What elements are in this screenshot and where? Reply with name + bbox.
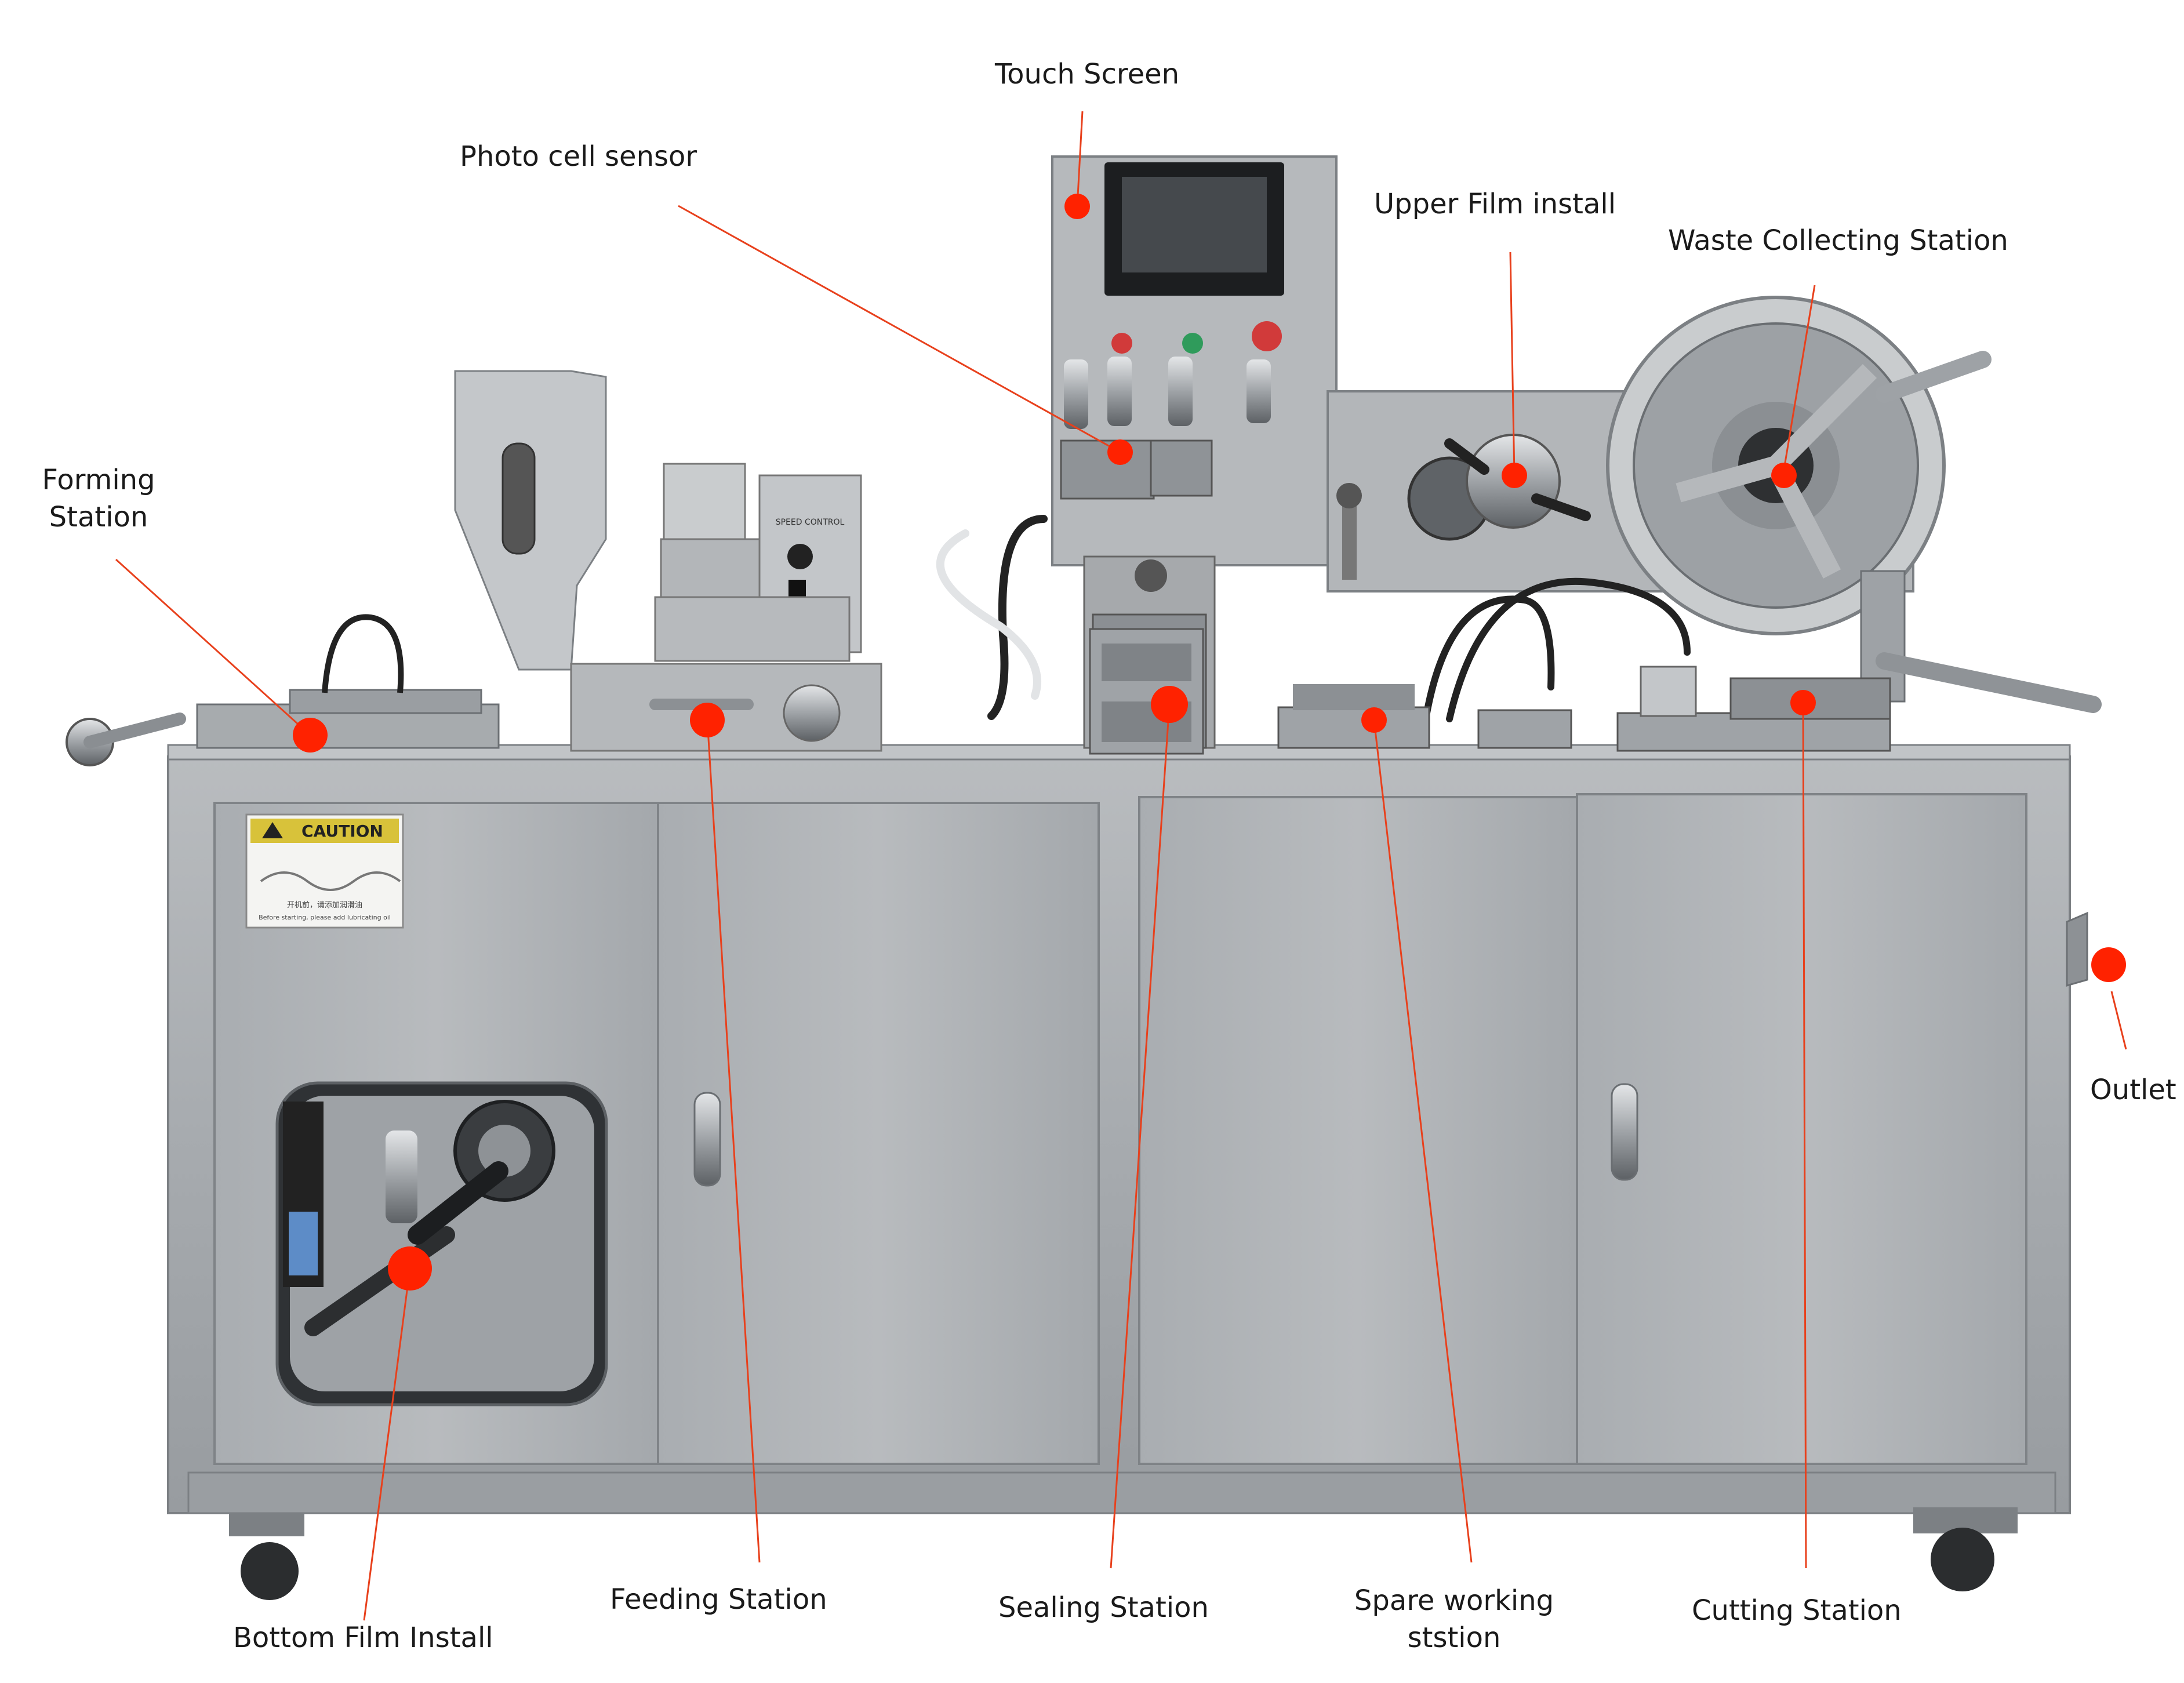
caution-sign: CAUTION 开机前，请添加润滑油 Before starting, plea… bbox=[245, 813, 404, 929]
waste-reel bbox=[1606, 296, 2102, 713]
cabinet-door-2 bbox=[657, 802, 1100, 1465]
cabinet-door-3 bbox=[1138, 796, 1578, 1465]
marker-waste-collecting bbox=[1771, 463, 1797, 488]
leader-photo-cell-sensor bbox=[678, 205, 1121, 453]
label-upper-film-install: Upper Film install bbox=[1374, 188, 1616, 220]
leader-upper-film-install bbox=[1509, 252, 1516, 476]
door-handle-right bbox=[1611, 1083, 1638, 1181]
marker-sealing-station bbox=[1151, 686, 1188, 723]
spare-station-assembly bbox=[1277, 684, 1572, 749]
door-handle-left bbox=[693, 1092, 721, 1187]
leader-waste-collecting bbox=[1783, 285, 1816, 470]
leader-bottom-film bbox=[363, 1268, 411, 1621]
sealing-station-assembly bbox=[1089, 628, 1204, 755]
casters bbox=[229, 1507, 2018, 1600]
leader-touch-screen bbox=[1076, 111, 1084, 207]
label-forming-station: Forming Station bbox=[42, 464, 155, 533]
bottom-film-window bbox=[275, 1081, 608, 1406]
forming-station-assembly bbox=[66, 614, 500, 766]
cutting-station-assembly bbox=[1616, 666, 1891, 752]
label-bottom-film-install: Bottom Film Install bbox=[233, 1622, 493, 1654]
speed-control-label: SPEED CONTROL bbox=[776, 518, 845, 527]
hoses bbox=[936, 515, 1691, 722]
label-outlet: Outlet bbox=[2090, 1074, 2176, 1106]
label-waste-collecting-station: Waste Collecting Station bbox=[1668, 224, 2008, 257]
leader-lines bbox=[115, 111, 2127, 1621]
label-feeding-station: Feeding Station bbox=[610, 1583, 827, 1616]
marker-upper-film-install bbox=[1502, 463, 1527, 488]
leader-cutting-station bbox=[1802, 704, 1807, 1569]
leader-outlet bbox=[2110, 991, 2127, 1050]
marker-bottom-film bbox=[388, 1246, 432, 1291]
outlet-chute bbox=[2066, 911, 2088, 987]
label-touch-screen: Touch Screen bbox=[995, 58, 1180, 90]
markers bbox=[293, 194, 2126, 1291]
marker-photo-cell-sensor bbox=[1107, 439, 1133, 465]
label-sealing-station: Sealing Station bbox=[998, 1591, 1209, 1624]
caution-title: CAUTION bbox=[301, 821, 383, 841]
marker-cutting-station bbox=[1790, 690, 1816, 715]
caution-line-1: 开机前，请添加润滑油 bbox=[287, 900, 362, 910]
marker-forming-station bbox=[293, 718, 328, 753]
leader-sealing-station bbox=[1110, 704, 1171, 1569]
marker-spare-station bbox=[1361, 707, 1387, 733]
marker-feeding-station bbox=[690, 703, 725, 737]
label-cutting-station: Cutting Station bbox=[1692, 1594, 1902, 1627]
cabinet-door-4 bbox=[1576, 793, 2027, 1465]
label-photo-cell-sensor: Photo cell sensor bbox=[460, 140, 697, 173]
marker-touch-screen bbox=[1064, 194, 1090, 219]
leader-spare-station bbox=[1373, 719, 1473, 1563]
leader-forming-station bbox=[115, 558, 311, 736]
marker-outlet bbox=[2091, 947, 2126, 982]
leader-feeding-station bbox=[706, 719, 761, 1563]
label-spare-working-station: Spare working ststion bbox=[1354, 1584, 1554, 1654]
caution-line-2: Before starting, please add lubricating … bbox=[259, 914, 391, 921]
feeding-station-assembly: SPEED CONTROL bbox=[454, 370, 882, 752]
